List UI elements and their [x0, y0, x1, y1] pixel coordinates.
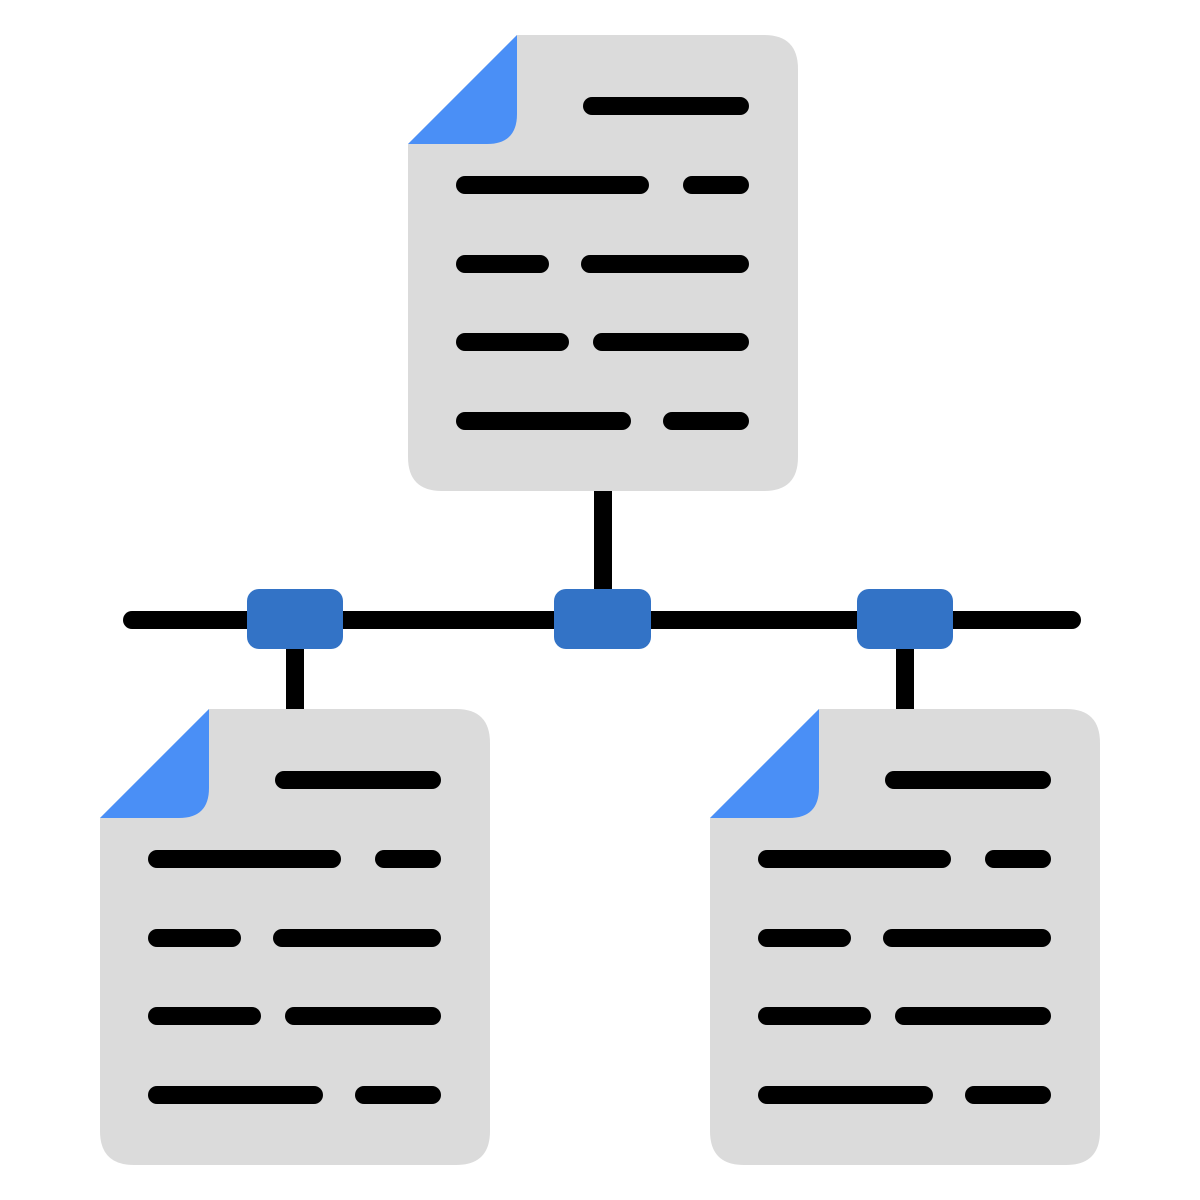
folded-corner-icon — [408, 35, 517, 144]
hub-node-center — [554, 589, 651, 649]
folded-corner-icon — [100, 709, 209, 818]
hub-nodes — [247, 589, 953, 649]
document-bottom-left — [100, 709, 490, 1165]
document-bottom-right — [710, 709, 1100, 1165]
text-lines — [456, 97, 749, 430]
document-top — [408, 35, 798, 491]
hub-node-left — [247, 589, 343, 649]
text-lines — [758, 771, 1051, 1104]
folded-corner-icon — [710, 709, 819, 818]
hub-node-right — [857, 589, 953, 649]
text-lines — [148, 771, 441, 1104]
